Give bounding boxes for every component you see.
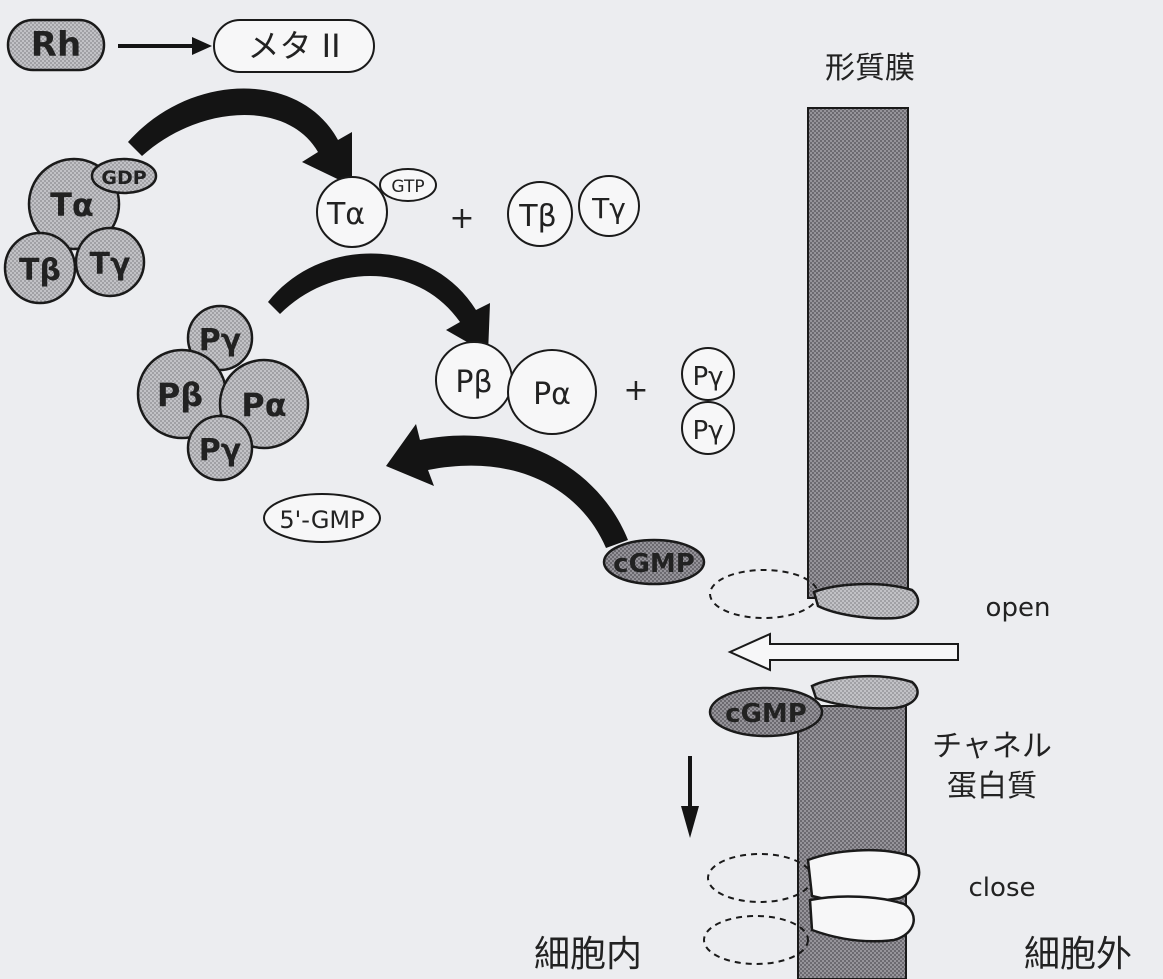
activated-pde: Pβ Pα + Pγ Pγ — [435, 341, 735, 455]
extracellular-label: 細胞外 — [1024, 934, 1132, 975]
decrease-arrow — [681, 756, 699, 838]
t-gamma-bound-circle — [74, 226, 146, 298]
activated-transducin: Tα GTP + Tβ Tγ — [316, 168, 640, 248]
plasma-membrane-label: 形質膜 — [825, 51, 915, 86]
p-gamma-bottom-circle — [186, 414, 254, 482]
pde-activation-arrow — [268, 253, 490, 354]
p-gamma-free-label-2: Pγ — [692, 416, 723, 446]
plus-sign-2: + — [623, 373, 648, 408]
p-gamma-top-label: Pγ — [199, 323, 241, 358]
channel-open-dashed — [709, 569, 819, 619]
channel-open-subunit-top — [812, 582, 920, 620]
cgmp-label-2: cGMP — [725, 699, 807, 729]
t-beta-bound-label: Tβ — [19, 253, 61, 288]
p-gamma-bottom-label: Pγ — [199, 433, 241, 468]
channel-closed-subunit-bottom — [808, 895, 915, 943]
plus-sign-1: + — [449, 201, 474, 236]
channel-open-state — [709, 569, 920, 710]
p-alpha-free-circle — [507, 349, 597, 435]
open-label: open — [986, 593, 1051, 623]
meta-ii-node: メタ II — [213, 19, 375, 73]
p-alpha-free-label: Pα — [533, 377, 571, 412]
t-gamma-bound-label: Tγ — [90, 247, 131, 282]
channel-protein-label-2: 蛋白質 — [947, 769, 1037, 804]
rh-to-meta-arrow — [118, 37, 212, 55]
t-alpha-bound-label: Tα — [50, 186, 94, 224]
cgmp-node-1: cGMP — [602, 538, 706, 586]
channel-closed-dashed-top — [707, 853, 813, 903]
p-beta-bound-label: Pβ — [157, 376, 203, 414]
p-gamma-free-circle-1 — [681, 347, 735, 401]
channel-open-subunit-bottom — [810, 675, 919, 710]
rh-label: Rh — [31, 25, 81, 65]
channel-closed-subunit-top — [806, 849, 921, 903]
gtp-bubble — [379, 168, 437, 202]
activation-arrow — [128, 88, 352, 186]
p-gamma-free-label-1: Pγ — [692, 362, 723, 392]
t-beta-free-circle — [507, 181, 573, 247]
gmp-5-node: 5'-GMP — [263, 493, 381, 543]
channel-closed-dashed-bottom — [703, 915, 809, 965]
t-beta-bound-circle — [3, 231, 77, 305]
pde-complex: Pγ Pβ Pα Pγ — [136, 304, 310, 482]
rhodopsin-node: Rh — [6, 18, 106, 72]
ion-flow-arrow — [727, 632, 959, 672]
meta-ii-label: メタ II — [247, 27, 340, 65]
close-label: close — [969, 873, 1036, 903]
plasma-membrane — [797, 107, 909, 979]
gmp-5-label: 5'-GMP — [279, 506, 364, 534]
hydrolysis-arrow — [386, 424, 628, 548]
t-alpha-free-label: Tα — [326, 197, 365, 232]
t-beta-free-label: Tβ — [518, 199, 556, 234]
p-beta-free-label: Pβ — [455, 365, 492, 400]
channel-closed-state — [703, 849, 921, 965]
p-gamma-free-circle-2 — [681, 401, 735, 455]
intracellular-label: 細胞内 — [534, 934, 642, 975]
transducin-complex: GDP Tα Tβ Tγ — [3, 157, 158, 305]
cgmp-label-1: cGMP — [613, 549, 695, 579]
cgmp-node-2: cGMP — [708, 686, 824, 738]
gdp-label: GDP — [101, 167, 146, 189]
channel-protein-label-1: チャネル — [932, 729, 1052, 764]
gdp-bubble — [90, 157, 158, 195]
t-gamma-free-circle — [578, 175, 640, 237]
gtp-label: GTP — [391, 177, 424, 197]
p-alpha-bound-label: Pα — [241, 386, 286, 424]
t-alpha-free-circle — [316, 176, 388, 248]
t-gamma-free-label: Tγ — [591, 192, 626, 225]
